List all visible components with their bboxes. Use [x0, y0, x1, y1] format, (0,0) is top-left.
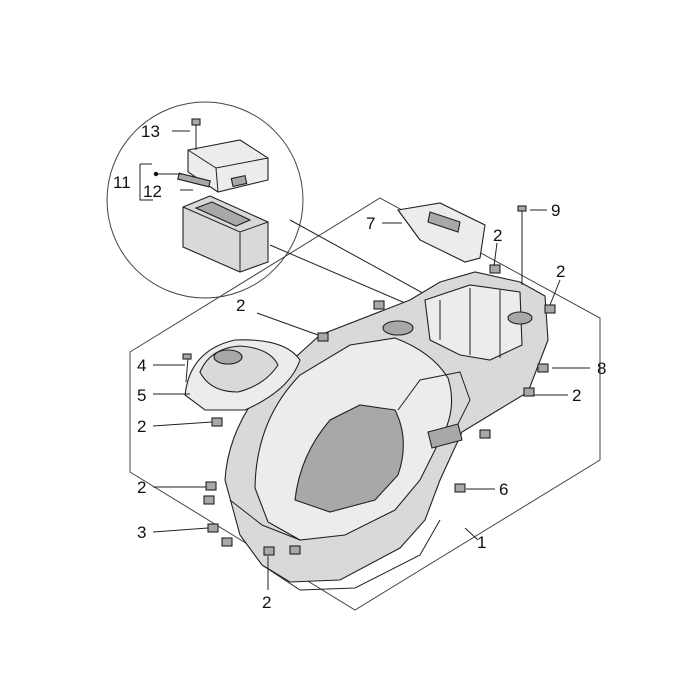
screw-4 [182, 353, 192, 383]
callout-11: 11 [113, 173, 131, 192]
grab-cover [397, 202, 486, 263]
assembly-frame [129, 197, 601, 611]
leader-lines [139, 130, 590, 590]
callout-13: 13 [141, 122, 160, 141]
callout-3: 3 [137, 523, 146, 542]
callout-2d: 2 [572, 386, 581, 405]
callout-2c: 2 [236, 296, 245, 315]
callout-5: 5 [137, 386, 146, 405]
callout-11-dot [153, 171, 159, 177]
battery-box [182, 195, 269, 273]
callout-2f: 2 [137, 478, 146, 497]
battery-strip [177, 172, 211, 188]
inspection-cover [184, 339, 301, 411]
callout-8: 8 [597, 359, 606, 378]
callout-2b: 2 [556, 262, 565, 281]
callout-9: 9 [551, 201, 560, 220]
screw-9 [517, 205, 527, 285]
battery-lid [187, 139, 269, 193]
callout-12: 12 [143, 182, 162, 201]
callout-7: 7 [366, 214, 375, 233]
screw-13 [191, 118, 201, 150]
detail-circle [106, 101, 304, 299]
callout-6: 6 [499, 480, 508, 499]
callout-2e: 2 [137, 417, 146, 436]
callout-1: 1 [477, 533, 486, 552]
helmet-compartment [224, 271, 549, 591]
callout-2a: 2 [493, 226, 502, 245]
callout-4: 4 [137, 356, 146, 375]
callout-2g: 2 [262, 593, 271, 612]
